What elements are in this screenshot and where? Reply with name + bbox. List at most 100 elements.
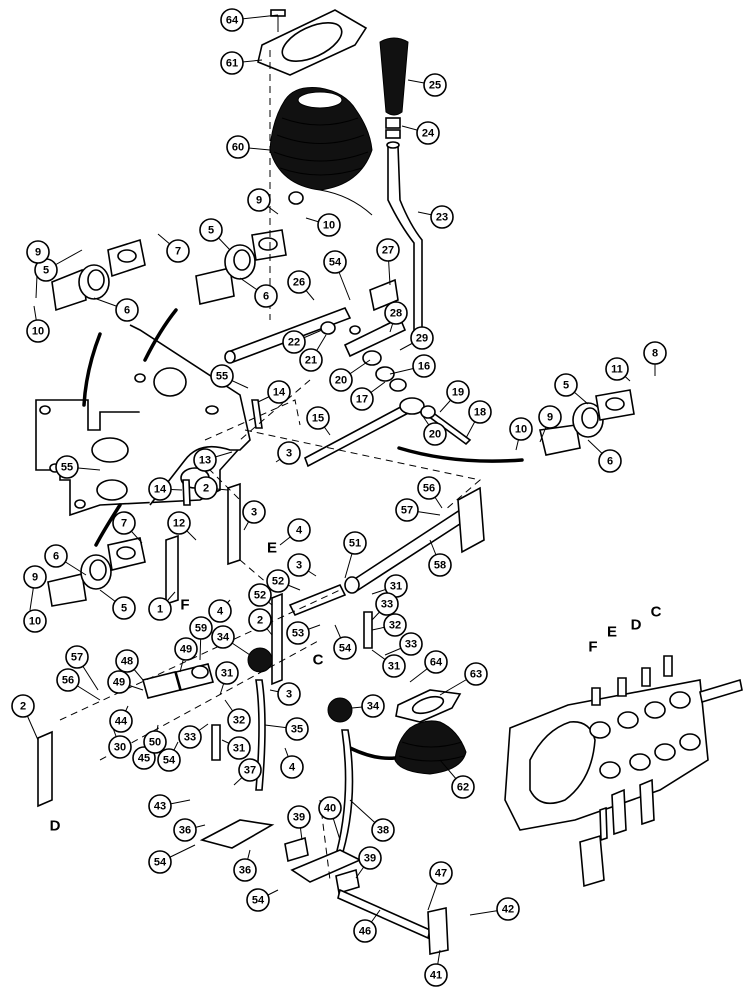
part-callout-38: 38 (371, 818, 395, 842)
callout-circle (395, 498, 419, 522)
callout-circle (399, 632, 423, 656)
callout-number: 46 (359, 926, 371, 938)
callout-number: 3 (296, 560, 302, 572)
part-callout-14: 14 (267, 380, 291, 404)
part-callout-49: 49 (174, 637, 198, 661)
callout-circle (55, 455, 79, 479)
part-callout-27: 27 (376, 238, 400, 262)
part-callout-46: 46 (353, 919, 377, 943)
callout-number: 23 (436, 212, 448, 224)
callout-number: 10 (32, 326, 44, 338)
callout-circle (26, 319, 50, 343)
callout-circle (287, 518, 311, 542)
part-callout-34: 34 (361, 694, 385, 718)
part-callout-8: 8 (643, 341, 667, 365)
part-callout-9: 9 (538, 405, 562, 429)
callout-circle (306, 406, 330, 430)
callout-number: 7 (121, 518, 127, 530)
callout-circle (424, 963, 448, 987)
callout-circle (317, 213, 341, 237)
callout-circle (107, 670, 131, 694)
part-callout-61: 61 (220, 51, 244, 75)
callout-number: 32 (233, 715, 245, 727)
part-callout-7: 7 (112, 511, 136, 535)
callout-circle (538, 405, 562, 429)
callout-number: 3 (286, 689, 292, 701)
callout-number: 17 (356, 394, 368, 406)
part-callout-6: 6 (115, 298, 139, 322)
callout-circle (287, 553, 311, 577)
callout-number: 16 (418, 361, 430, 373)
joystick-knob (379, 37, 409, 139)
callout-number: 64 (226, 15, 239, 27)
part-callout-53: 53 (286, 621, 310, 645)
callout-number: 26 (293, 277, 305, 289)
callout-number: 18 (474, 407, 486, 419)
callout-circle (376, 238, 400, 262)
callout-circle (148, 597, 172, 621)
callout-circle (148, 477, 172, 501)
callout-circle (412, 354, 436, 378)
callout-number: 5 (563, 380, 569, 392)
part-callout-31: 31 (382, 654, 406, 678)
part-callout-17: 17 (350, 387, 374, 411)
part-callout-31: 31 (227, 736, 251, 760)
callout-number: 64 (430, 657, 443, 669)
callout-number: 6 (263, 291, 269, 303)
part-callout-9: 9 (247, 188, 271, 212)
callout-circle (554, 373, 578, 397)
callout-circle (194, 476, 218, 500)
part-callout-32: 32 (227, 708, 251, 732)
callout-circle (451, 775, 475, 799)
callout-circle (464, 662, 488, 686)
part-callout-30: 30 (108, 735, 132, 759)
callout-circle (211, 625, 235, 649)
part-callout-41: 41 (424, 963, 448, 987)
callout-number: 28 (390, 308, 402, 320)
callout-number: 1 (157, 604, 163, 616)
callout-circle (423, 73, 447, 97)
callout-circle (112, 596, 136, 620)
part-callout-42: 42 (496, 897, 520, 921)
bracket-mid-upper (195, 229, 287, 305)
part-callout-6: 6 (598, 449, 622, 473)
callout-number: 36 (179, 825, 191, 837)
part-callout-3: 3 (242, 500, 266, 524)
callout-circle (109, 709, 133, 733)
bracket-right (539, 389, 635, 456)
callout-circle (220, 51, 244, 75)
callout-number: 31 (390, 581, 402, 593)
callout-circle (227, 708, 251, 732)
part-callout-57: 57 (395, 498, 419, 522)
callout-circle (429, 861, 453, 885)
part-callout-3: 3 (277, 441, 301, 465)
part-callout-32: 32 (383, 613, 407, 637)
callout-number: 52 (254, 590, 266, 602)
bracket-left-upper (51, 238, 146, 312)
bracket-left-lower (47, 537, 146, 607)
callout-circle (227, 736, 251, 760)
part-callout-50: 50 (143, 730, 167, 754)
part-callout-10: 10 (23, 609, 47, 633)
part-callout-10: 10 (509, 417, 533, 441)
callout-circle (208, 599, 232, 623)
callout-number: 2 (203, 483, 209, 495)
callout-number: 57 (71, 652, 83, 664)
part-callout-20: 20 (423, 422, 447, 446)
callout-number: 55 (216, 371, 228, 383)
control-valve-assembly (504, 655, 743, 888)
part-callout-14: 14 (148, 477, 172, 501)
callout-circle (246, 888, 270, 912)
callout-number: 54 (339, 643, 352, 655)
callout-number: 49 (113, 677, 125, 689)
part-callout-23: 23 (430, 205, 454, 229)
callout-circle (248, 608, 272, 632)
callout-number: 33 (405, 639, 417, 651)
callout-number: 38 (377, 825, 389, 837)
part-callout-44: 44 (109, 709, 133, 733)
part-callout-34: 34 (211, 625, 235, 649)
callout-number: 47 (435, 868, 447, 880)
callout-number: 13 (199, 455, 211, 467)
callout-circle (353, 919, 377, 943)
